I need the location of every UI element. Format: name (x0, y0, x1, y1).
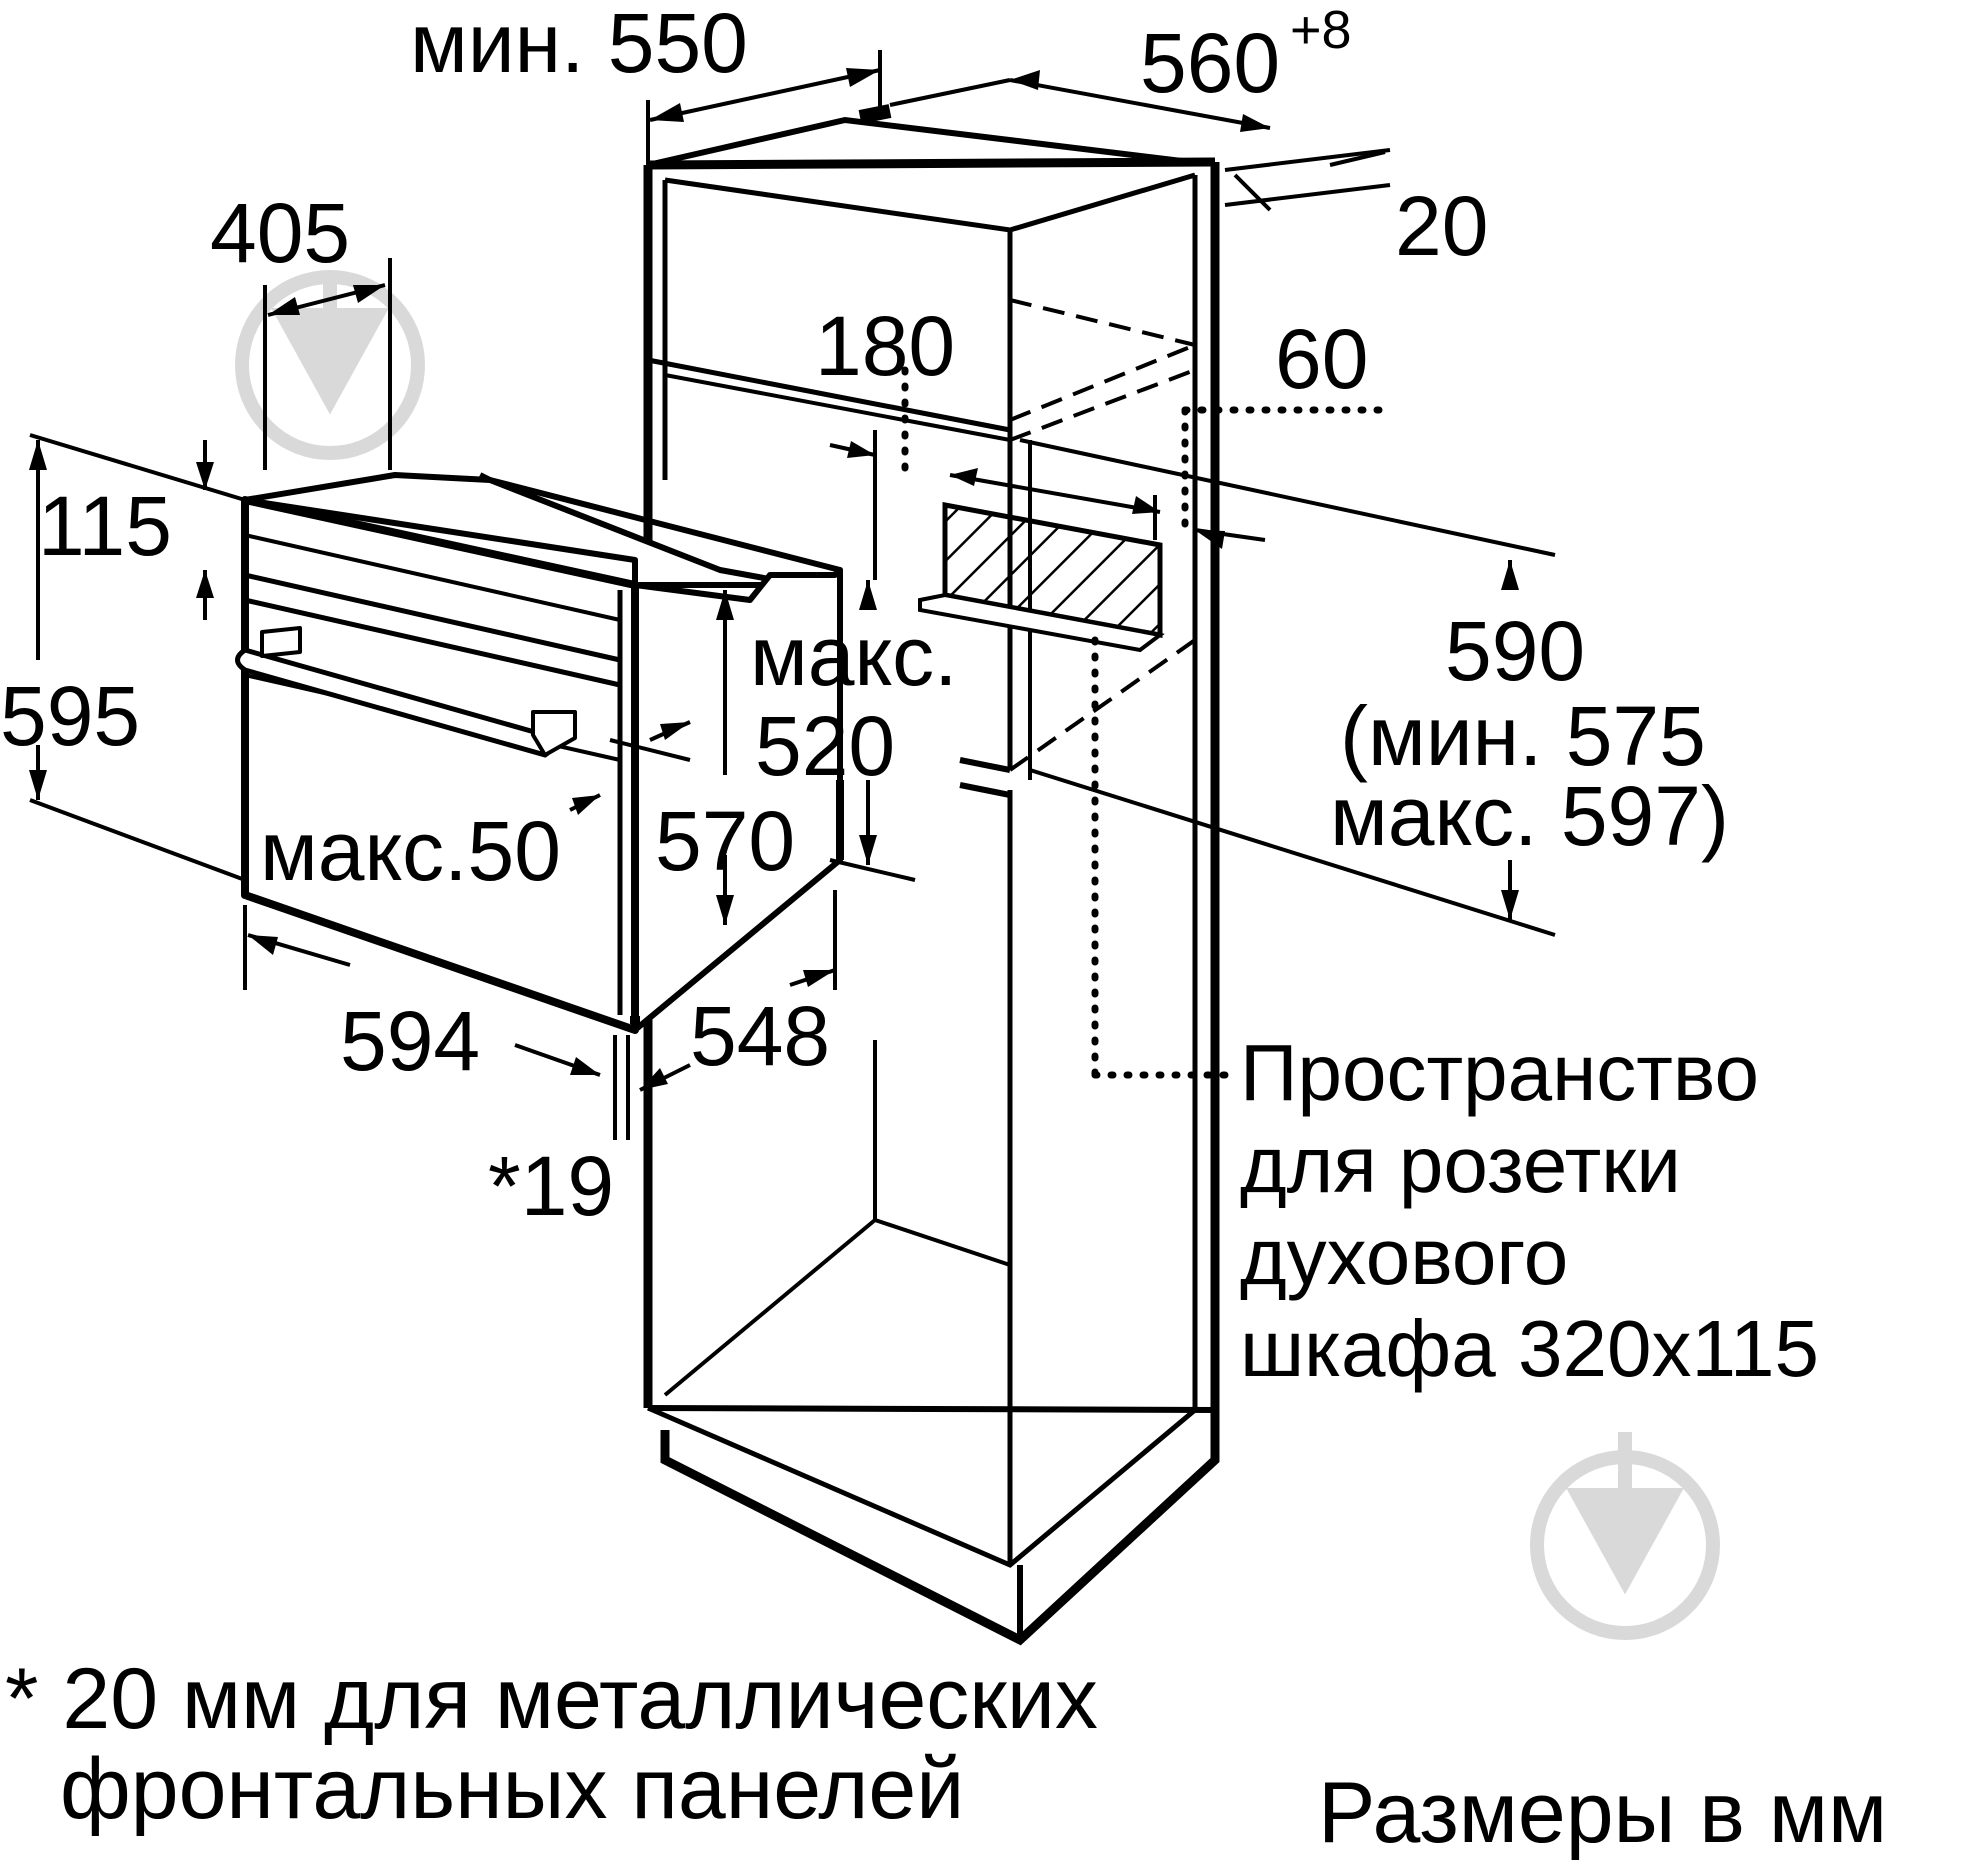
oven-drawing (235, 472, 844, 1034)
dotted-leaders (901, 366, 1394, 1079)
dim-180: 180 (815, 299, 955, 393)
socket-note-line-3: духового (1240, 1212, 1568, 1301)
socket-note-line-4: шкафа 320x115 (1240, 1304, 1819, 1393)
dim-560-tolerance: +8 (1290, 0, 1352, 60)
dimension-arrowheads (29, 68, 1519, 1090)
socket-note: Пространство для розетки духового шкафа … (1240, 1028, 1819, 1393)
socket-note-line-1: Пространство (1240, 1028, 1759, 1117)
units-note: Размеры в мм (1318, 1765, 1887, 1861)
dim-570: 570 (655, 794, 795, 888)
dim-max-label: макс. (750, 609, 958, 703)
dim-max-50: макс.50 (260, 804, 561, 898)
dim-590: 590 (1445, 604, 1585, 698)
socket-note-line-2: для розетки (1240, 1120, 1681, 1209)
dim-590-min: (мин. 575 (1340, 689, 1706, 783)
dim-590-max: макс. 597) (1330, 769, 1729, 863)
dim-520: 520 (755, 699, 895, 793)
socket-space-hatched (918, 501, 1165, 653)
dim-115: 115 (38, 479, 172, 573)
watermark-logo-icon (235, 270, 425, 460)
footnote: * 20 мм для металлических фронтальных па… (5, 1651, 1098, 1837)
dim-548: 548 (690, 989, 830, 1083)
dim-560: 560 (1140, 16, 1280, 110)
dim-405: 405 (210, 186, 350, 280)
dim-20: 20 (1395, 179, 1488, 273)
cabinet-drawing (643, 104, 1220, 1646)
dim-19: *19 (488, 1139, 614, 1233)
footnote-line-1: * 20 мм для металлических (5, 1651, 1098, 1747)
footnote-line-2: фронтальных панелей (60, 1741, 964, 1837)
watermark-logo-icon (1530, 1432, 1720, 1640)
dim-min-550: мин. 550 (410, 0, 748, 90)
dim-60: 60 (1275, 312, 1368, 406)
dim-595: 595 (0, 669, 140, 763)
dim-594: 594 (340, 994, 480, 1088)
